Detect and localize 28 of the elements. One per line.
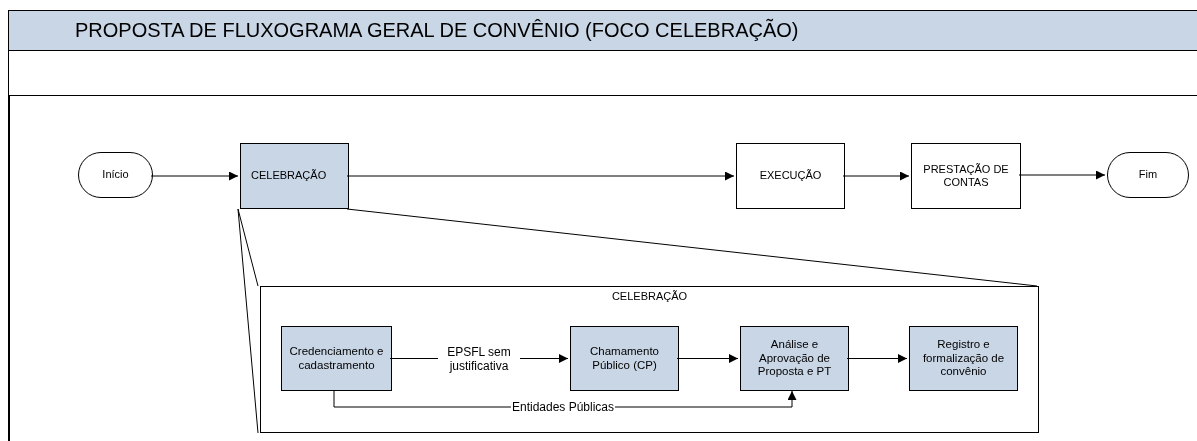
group-frame	[260, 286, 1039, 433]
node-label: EXECUÇÃO	[759, 169, 822, 183]
node-label: Credenciamento e cadastramento	[288, 344, 385, 373]
node-label: Chamamento Público (CP)	[588, 344, 660, 373]
process-box	[240, 143, 349, 209]
arrow	[346, 171, 735, 181]
terminal-pill	[1107, 152, 1189, 198]
process-box	[740, 326, 849, 391]
node-label: CELEBRAÇÃO	[251, 169, 327, 183]
node-label: Início	[102, 168, 129, 182]
node-label: PRESTAÇÃO DE CONTAS	[922, 162, 1010, 190]
arrow	[846, 354, 908, 363]
process-box	[281, 326, 392, 391]
group-title: CELEBRAÇÃO	[611, 290, 688, 304]
diagram-title: PROPOSTA DE FLUXOGRAMA GERAL DE CONVÊNIO (FOCO CELEBRAÇÃO)	[75, 19, 799, 42]
arrow	[150, 171, 239, 181]
process-box	[909, 326, 1018, 391]
edge-label: EPSFL sem justificativa	[438, 344, 520, 373]
node-label: Fim	[1138, 168, 1158, 182]
process-box	[736, 143, 845, 209]
process-box	[911, 143, 1021, 209]
terminal-pill	[78, 152, 153, 198]
node-label: Análise e Aprovação de Proposta e PT	[756, 337, 833, 380]
arrow	[676, 354, 739, 363]
arrow	[1018, 170, 1106, 180]
node-label: Registro e formalização de convênio	[921, 337, 1006, 380]
arrow	[842, 171, 910, 181]
process-box	[570, 326, 679, 391]
